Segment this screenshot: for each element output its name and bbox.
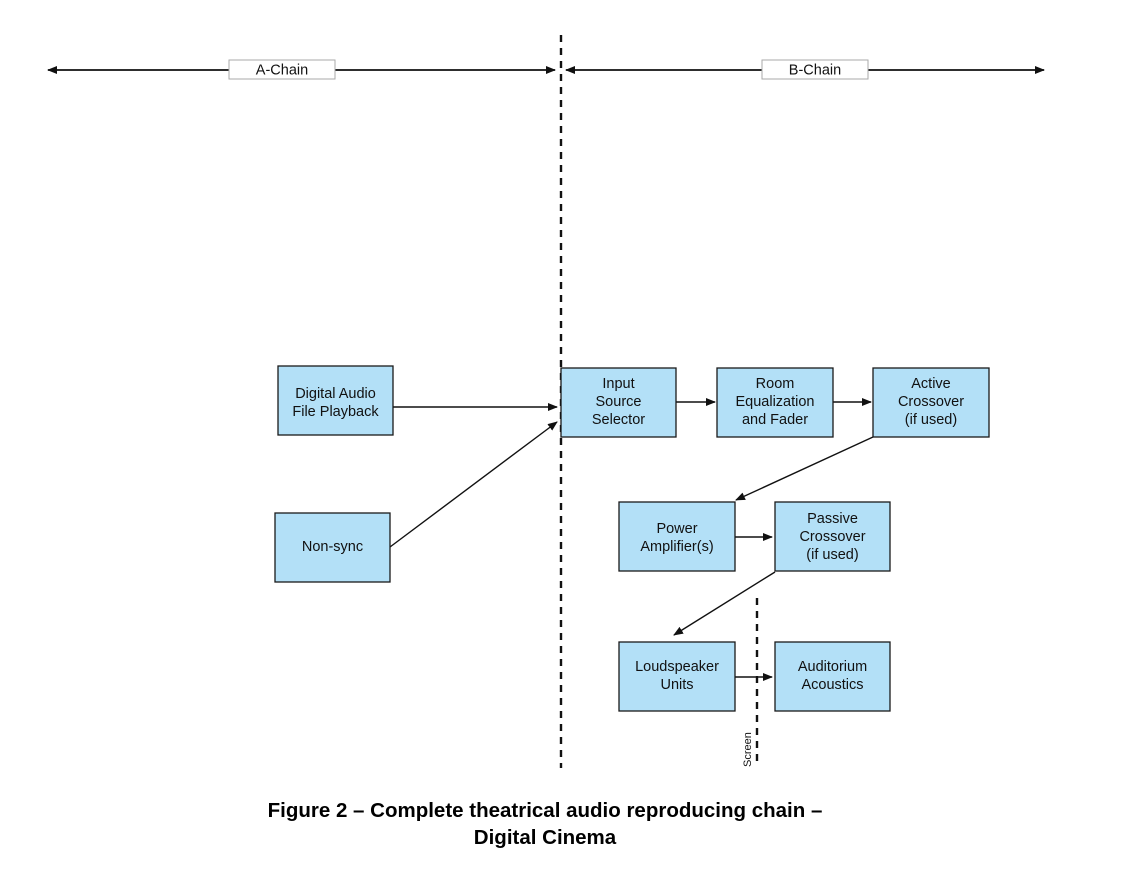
node-label: Power [656, 521, 697, 537]
b-chain-label: B-Chain [789, 63, 841, 79]
node-label: and Fader [742, 412, 808, 428]
node-label: Crossover [799, 529, 865, 545]
node-label: File Playback [292, 404, 379, 420]
caption-line-2: Digital Cinema [473, 826, 617, 849]
node-label: Non-sync [302, 539, 363, 555]
node-box [277, 365, 394, 436]
node-label: Digital Audio [295, 386, 376, 402]
node-label: Crossover [898, 394, 964, 410]
a-chain-range: A-Chain [47, 59, 556, 80]
b-chain-range: B-Chain [565, 59, 1045, 80]
node-label: Passive [807, 511, 858, 527]
edge-passive-crossover-to-loudspeaker [673, 571, 776, 636]
node-label: Units [660, 677, 693, 693]
node-box [774, 641, 891, 712]
node-active-crossover: Active Crossover (if used) [872, 367, 990, 438]
node-box [774, 501, 891, 572]
node-box [618, 501, 736, 572]
connectors [389, 398, 874, 681]
node-power-amp: Power Amplifier(s) [618, 501, 736, 572]
node-box [716, 367, 834, 438]
a-chain-label-box [228, 59, 336, 80]
node-label: Room [756, 376, 795, 392]
screen-label: Screen [742, 732, 754, 767]
node-label: (if used) [905, 412, 957, 428]
node-label: Equalization [736, 394, 815, 410]
node-label: (if used) [806, 547, 858, 563]
a-chain-label: A-Chain [256, 63, 308, 79]
edge-non-sync-to-input-source [389, 421, 558, 548]
node-input-source: Input Source Selector [560, 367, 677, 438]
node-label: Active [911, 376, 951, 392]
node-label: Selector [592, 412, 645, 428]
node-label: Amplifier(s) [640, 539, 713, 555]
node-box [618, 641, 736, 712]
node-box [560, 367, 677, 438]
b-chain-label-box [761, 59, 869, 80]
node-label: Auditorium [798, 659, 867, 675]
node-box [872, 367, 990, 438]
node-room-eq: Room Equalization and Fader [716, 367, 834, 438]
figure-caption: Figure 2 – Complete theatrical audio rep… [0, 797, 1090, 851]
node-auditorium: Auditorium Acoustics [774, 641, 891, 712]
node-digital-audio: Digital Audio File Playback [277, 365, 394, 436]
caption-line-1: Figure 2 – Complete theatrical audio rep… [267, 799, 823, 822]
node-label: Input [602, 376, 634, 392]
node-label: Source [596, 394, 642, 410]
node-label: Loudspeaker [635, 659, 719, 675]
node-non-sync: Non-sync [274, 512, 391, 583]
node-passive-crossover: Passive Crossover (if used) [774, 501, 891, 572]
node-label: Acoustics [801, 677, 863, 693]
node-loudspeaker: Loudspeaker Units [618, 641, 736, 712]
edge-active-crossover-to-power-amp [735, 436, 874, 501]
node-box [274, 512, 391, 583]
